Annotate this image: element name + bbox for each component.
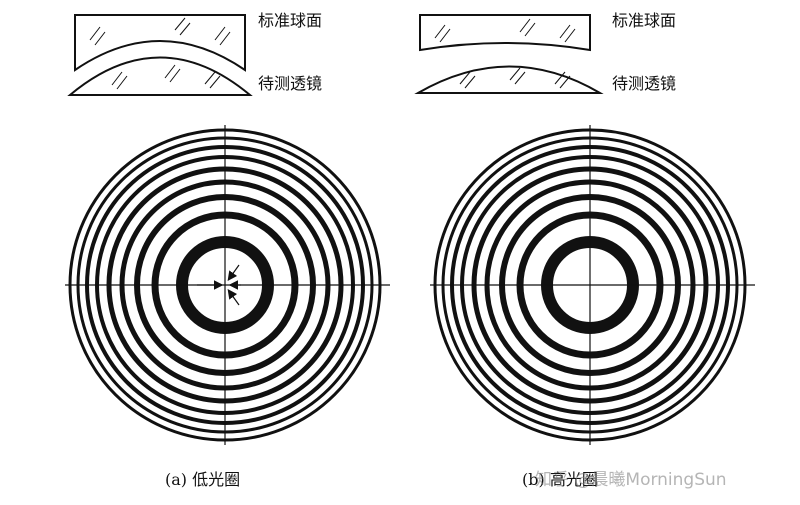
label-test-lens-b: 待测透镜	[612, 74, 677, 93]
arrow-marker	[227, 289, 240, 306]
setup-a	[67, 14, 253, 96]
arrow-marker	[227, 264, 240, 281]
test-lens-b	[414, 65, 604, 94]
label-standard-surface-b: 标准球面	[612, 11, 677, 30]
hatch-block-a	[89, 17, 231, 46]
fringe-pattern-a	[65, 125, 390, 445]
hatch-lens-a	[111, 64, 221, 90]
watermark: 知乎 @晨曦MorningSun	[535, 470, 727, 490]
standard-surface-block-a	[74, 14, 246, 72]
caption-a: (a) 低光圈	[165, 470, 241, 489]
setup-b	[414, 14, 604, 94]
fringe-pattern-b	[430, 125, 755, 445]
caption-b: (b) 高光圈	[522, 470, 598, 489]
test-lens-a	[67, 56, 253, 96]
standard-surface-block-b	[419, 14, 591, 52]
label-test-lens-a: 待测透镜	[258, 74, 323, 93]
hatch-block-b	[434, 18, 576, 43]
label-standard-surface-a: 标准球面	[258, 11, 323, 30]
hatch-lens-b	[459, 67, 571, 89]
